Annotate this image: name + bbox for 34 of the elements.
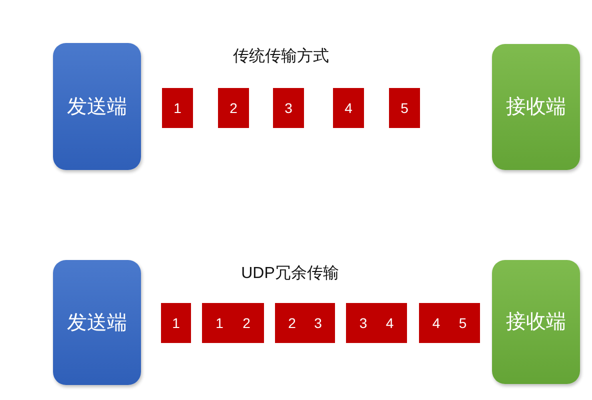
sender-box: [53, 43, 141, 170]
packet-box: [273, 88, 304, 128]
packet-box: [389, 88, 420, 128]
packet-box: [333, 88, 364, 128]
packet-number: 4: [432, 316, 440, 330]
packet-number: 3: [314, 316, 322, 330]
node-label: 接收端: [506, 97, 566, 117]
sender-box: [53, 260, 141, 385]
packet-box: [346, 303, 407, 343]
packet-number: 2: [288, 316, 296, 330]
receiver-box: [492, 44, 580, 170]
packet-number: 5: [458, 316, 467, 330]
packet-number: 4: [344, 101, 352, 115]
packet-box: [275, 303, 335, 343]
packet-number: 1: [174, 101, 182, 115]
packet-box: [218, 88, 249, 128]
packet-number: 4: [386, 316, 394, 330]
section-title: UDP冗余传输: [241, 264, 339, 284]
packet-box: [419, 303, 480, 343]
packet-box: [202, 303, 264, 343]
packet-number: 1: [216, 316, 224, 330]
packet-number: 1: [172, 316, 180, 330]
packet-number: 2: [242, 316, 250, 330]
packet-number: 2: [230, 101, 238, 115]
packet-number: 5: [400, 101, 408, 115]
node-label: 接收端: [506, 312, 566, 332]
packet-number: 3: [359, 316, 368, 330]
packet-number: 3: [284, 101, 292, 115]
packet-box: [161, 303, 191, 343]
packet-box: [162, 88, 193, 128]
section-title: 传统传输方式: [233, 46, 329, 67]
node-label: 发送端: [67, 312, 127, 332]
node-label: 发送端: [67, 96, 127, 116]
receiver-box: [492, 260, 580, 384]
